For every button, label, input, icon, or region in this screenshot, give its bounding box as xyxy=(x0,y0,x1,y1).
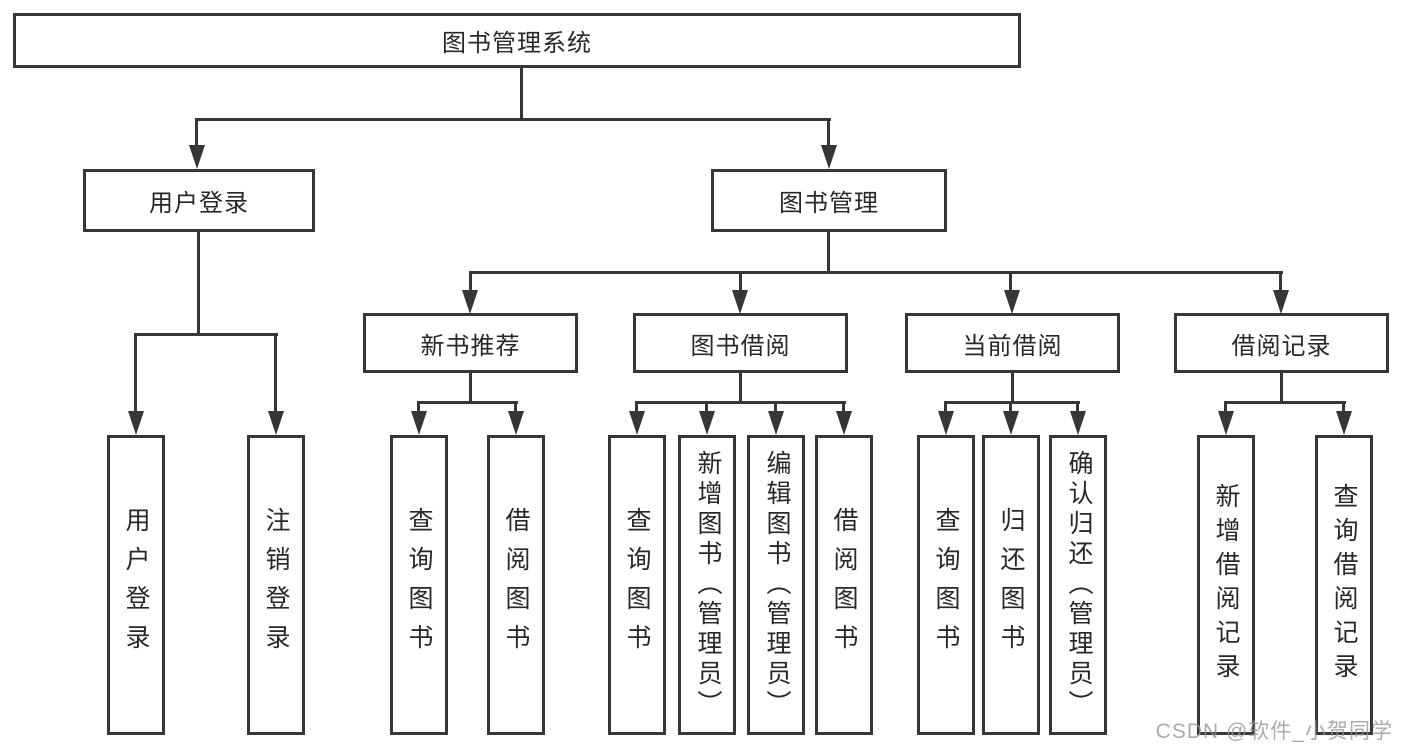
connector-line xyxy=(1224,401,1346,404)
connector-line xyxy=(134,333,278,336)
arrow-down-icon xyxy=(1336,411,1352,435)
arrow-down-icon xyxy=(836,411,852,435)
arrow-down-icon xyxy=(189,145,205,169)
leaf-query-books-borrowing: 查询图书 xyxy=(608,435,666,735)
connector-line xyxy=(514,401,517,419)
connector-line xyxy=(469,271,472,293)
leaf-query-books-recommend: 查询图书 xyxy=(390,435,448,735)
connector-line xyxy=(195,118,198,148)
arrow-down-icon xyxy=(768,411,784,435)
connector-line xyxy=(774,401,777,419)
connector-line xyxy=(739,373,742,404)
leaf-borrow-books-recommend: 借阅图书 xyxy=(487,435,545,735)
leaf-query-borrow-record: 查询借阅记录 xyxy=(1315,435,1373,735)
arrow-down-icon xyxy=(938,411,954,435)
node-new-book-recommend: 新书推荐 xyxy=(363,313,578,373)
leaf-query-books-current: 查询图书 xyxy=(917,435,975,735)
arrow-down-icon xyxy=(629,411,645,435)
connector-line xyxy=(197,232,200,335)
leaf-add-books-admin: 新增图书（管理员） xyxy=(678,435,736,735)
arrow-down-icon xyxy=(732,290,748,314)
connector-line xyxy=(1224,401,1227,419)
connector-line xyxy=(739,271,742,293)
leaf-add-borrow-record: 新增借阅记录 xyxy=(1197,435,1255,735)
connector-line xyxy=(274,333,277,413)
leaf-return-books: 归还图书 xyxy=(982,435,1040,735)
arrow-down-icon xyxy=(1273,290,1289,314)
connector-line xyxy=(827,232,830,274)
connector-line xyxy=(944,401,947,419)
node-book-management: 图书管理 xyxy=(711,169,947,232)
csdn-watermark: CSDN @软件_小贺同学 xyxy=(1155,720,1393,743)
connector-line xyxy=(842,401,845,419)
connector-line xyxy=(417,401,420,419)
leaf-edit-books-admin: 编辑图书（管理员） xyxy=(747,435,805,735)
connector-line xyxy=(1009,271,1012,293)
node-current-borrowing: 当前借阅 xyxy=(905,313,1120,373)
arrow-down-icon xyxy=(411,411,427,435)
arrow-down-icon xyxy=(821,145,837,169)
connector-line xyxy=(635,401,638,419)
leaf-borrow-books-borrowing: 借阅图书 xyxy=(815,435,873,735)
arrow-down-icon xyxy=(462,290,478,314)
connector-line xyxy=(1009,401,1012,419)
arrow-down-icon xyxy=(1070,411,1086,435)
connector-line xyxy=(1342,401,1345,419)
leaf-confirm-return-admin: 确认归还（管理员） xyxy=(1049,435,1107,735)
arrow-down-icon xyxy=(128,411,144,435)
arrow-down-icon xyxy=(508,411,524,435)
connector-line xyxy=(134,333,137,413)
leaf-user-login: 用户登录 xyxy=(107,435,165,735)
connector-line xyxy=(1280,373,1283,404)
node-book-borrowing: 图书借阅 xyxy=(633,313,848,373)
arrow-down-icon xyxy=(268,411,284,435)
connector-line xyxy=(827,118,830,148)
connector-line xyxy=(195,118,831,121)
connector-line xyxy=(469,271,1283,274)
arrow-down-icon xyxy=(699,411,715,435)
arrow-down-icon xyxy=(1218,411,1234,435)
connector-line xyxy=(417,401,518,404)
connector-line xyxy=(944,401,1080,404)
connector-line xyxy=(469,373,472,404)
node-borrowing-records: 借阅记录 xyxy=(1174,313,1389,373)
connector-line xyxy=(635,401,846,404)
connector-line xyxy=(1011,373,1014,404)
connector-line xyxy=(520,68,523,120)
connector-line xyxy=(705,401,708,419)
leaf-logout-login: 注销登录 xyxy=(247,435,305,735)
connector-line xyxy=(1076,401,1079,419)
node-user-login: 用户登录 xyxy=(83,169,315,232)
node-library-system: 图书管理系统 xyxy=(13,13,1021,68)
connector-line xyxy=(1279,271,1282,293)
arrow-down-icon xyxy=(1003,411,1019,435)
arrow-down-icon xyxy=(1004,290,1020,314)
